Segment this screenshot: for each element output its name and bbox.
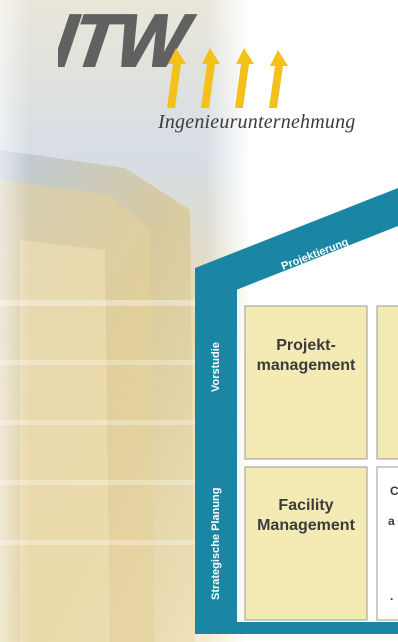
cell-title-line: Projekt- (276, 337, 336, 354)
upward-arrow-icon (167, 48, 288, 108)
cell-top-left-box (244, 305, 368, 460)
cell-title-line: management (256, 357, 356, 374)
cell-title-facility-management: Facility Management (245, 496, 367, 536)
cell-title-projektmanagement: Projekt- management (245, 336, 367, 376)
cut-off-glyph: C (390, 484, 398, 498)
cell-bottom-left-box (244, 466, 368, 621)
cell-bottom-right-box (376, 466, 398, 621)
side-label-strategische-planung: Strategische Planung (210, 487, 222, 600)
cell-top-right-box (376, 305, 398, 460)
bottom-sill (195, 622, 398, 634)
cut-off-glyph: a (388, 514, 395, 528)
cell-title-line: Facility (278, 497, 334, 514)
left-pillar (195, 268, 237, 634)
itw-logo: ITW Ingenieurunternehmung (58, 8, 355, 133)
cell-title-line: Management (257, 517, 355, 534)
roof-band (195, 188, 398, 290)
side-label-vorstudie: Vorstudie (210, 342, 222, 392)
logo-tagline: Ingenieurunternehmung (158, 111, 356, 133)
itw-logo-mark: ITW (58, 8, 288, 108)
cut-off-glyph: . (390, 589, 393, 603)
